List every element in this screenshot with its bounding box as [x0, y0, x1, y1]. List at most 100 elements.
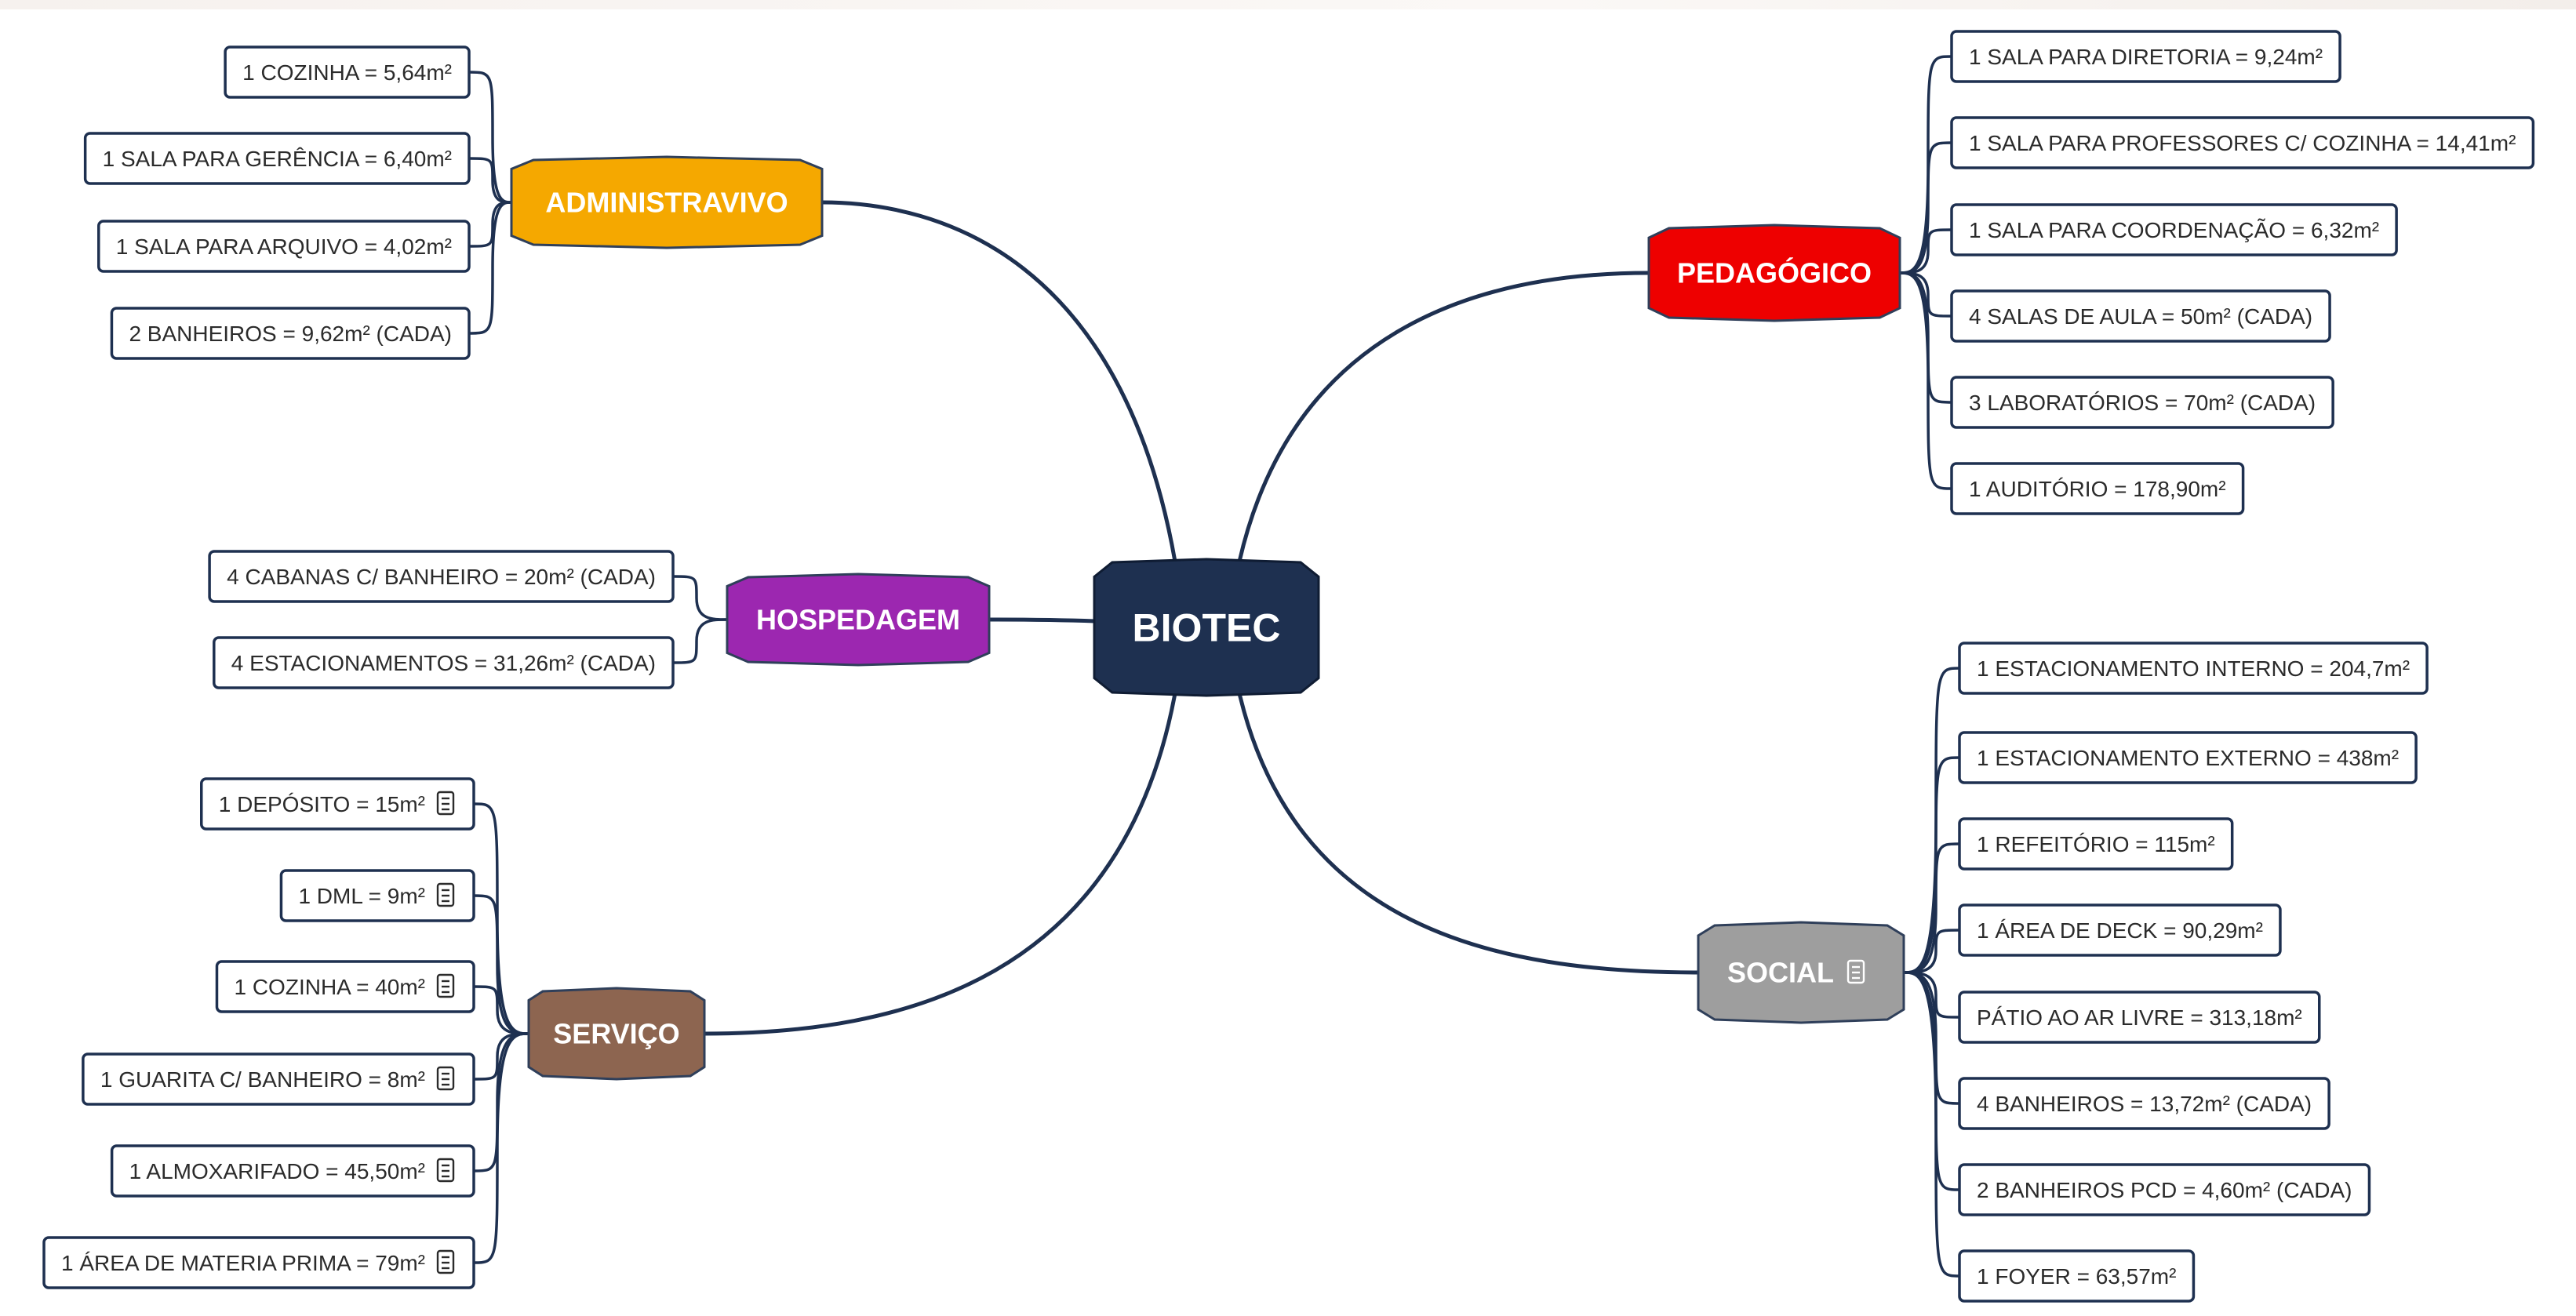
branch-social[interactable]: SOCIAL — [1697, 921, 1905, 1024]
note-icon[interactable] — [436, 1066, 455, 1091]
subtopic-label: 1 ALMOXARIFADO = 45,50m² — [129, 1159, 425, 1183]
subtopic-label: 1 SALA PARA COORDENAÇÃO = 6,32m² — [1969, 218, 2379, 242]
note-icon[interactable] — [436, 882, 455, 907]
subtopic-box — [1950, 289, 2331, 343]
subtopic-box — [224, 45, 471, 99]
note-icon[interactable] — [1846, 959, 1865, 984]
subtopic-social-2[interactable]: 1 ESTACIONAMENTO EXTERNO = 438m² — [1958, 731, 2418, 784]
subtopic-social-3[interactable]: 1 REFEITÓRIO = 115m² — [1958, 817, 2234, 871]
subtopic-label: PÁTIO AO AR LIVRE = 313,18m² — [1977, 1005, 2302, 1030]
note-icon[interactable] — [436, 973, 455, 998]
subtopic-box — [208, 550, 675, 603]
branch-servico[interactable]: SERVIÇO — [527, 987, 706, 1081]
subtopic-servico-4[interactable]: 1 GUARITA C/ BANHEIRO = 8m² — [82, 1052, 475, 1106]
subtopic-label: 4 SALAS DE AULA = 50m² (CADA) — [1969, 304, 2312, 329]
subtopic-servico-1[interactable]: 1 DEPÓSITO = 15m² — [200, 777, 475, 831]
leaf-connector — [472, 894, 530, 1035]
subtopic-box — [1950, 30, 2341, 83]
branch-label: HOSPEDAGEM — [756, 604, 960, 636]
subtopic-box — [82, 1052, 475, 1106]
leaf-connector — [472, 1032, 530, 1172]
subtopic-administrativo-3[interactable]: 1 SALA PARA ARQUIVO = 4,02m² — [97, 220, 471, 273]
branch-label: SERVIÇO — [553, 1018, 679, 1050]
subtopic-pedagogico-3[interactable]: 1 SALA PARA COORDENAÇÃO = 6,32m² — [1950, 203, 2398, 256]
leaf-connector — [468, 201, 513, 335]
subtopic-label: 1 ESTACIONAMENTO INTERNO = 204,7m² — [1977, 656, 2410, 681]
branch-pedagogico[interactable]: PEDAGÓGICO — [1647, 224, 1901, 322]
subtopic-label: 4 CABANAS C/ BANHEIRO = 20m² (CADA) — [227, 565, 656, 589]
subtopic-label: 1 SALA PARA DIRETORIA = 9,24m² — [1969, 45, 2323, 69]
leaf-connector — [1898, 271, 1953, 490]
subtopic-pedagogico-4[interactable]: 4 SALAS DE AULA = 50m² (CADA) — [1950, 289, 2331, 343]
subtopic-label: 1 REFEITÓRIO = 115m² — [1977, 832, 2215, 856]
note-icon[interactable] — [436, 791, 455, 816]
subtopic-label: 1 ÁREA DE DECK = 90,29m² — [1977, 918, 2263, 943]
branch-hospedagem[interactable]: HOSPEDAGEM — [726, 573, 991, 667]
subtopic-box — [1958, 1163, 2371, 1216]
branch-connector — [702, 691, 1177, 1036]
subtopic-box — [110, 307, 471, 360]
subtopic-box — [97, 220, 471, 273]
top-bar — [0, 0, 2576, 9]
subtopic-pedagogico-6[interactable]: 1 AUDITÓRIO = 178,90m² — [1950, 462, 2245, 515]
subtopic-box — [215, 960, 475, 1013]
subtopic-box — [1950, 462, 2245, 515]
branch-connector — [987, 617, 1097, 623]
subtopic-label: 1 COZINHA = 40m² — [234, 975, 425, 999]
branch-administrativo[interactable]: ADMINISTRAVIVO — [510, 155, 824, 249]
subtopic-hospedagem-1[interactable]: 4 CABANAS C/ BANHEIRO = 20m² (CADA) — [208, 550, 675, 603]
subtopic-label: 1 GUARITA C/ BANHEIRO = 8m² — [100, 1067, 425, 1092]
subtopic-box — [1950, 203, 2398, 256]
leaf-connector — [472, 1032, 530, 1264]
subtopic-administrativo-2[interactable]: 1 SALA PARA GERÊNCIA = 6,40m² — [83, 132, 471, 185]
subtopic-box — [1958, 642, 2429, 695]
subtopic-label: 1 AUDITÓRIO = 178,90m² — [1969, 477, 2226, 501]
subtopic-label: 1 SALA PARA GERÊNCIA = 6,40m² — [103, 147, 452, 171]
leaf-connector — [472, 802, 530, 1035]
subtopic-social-8[interactable]: 1 FOYER = 63,57m² — [1958, 1249, 2196, 1303]
leaf-connector — [468, 201, 513, 248]
subtopic-social-6[interactable]: 4 BANHEIROS = 13,72m² (CADA) — [1958, 1077, 2330, 1130]
subtopic-box — [110, 1144, 475, 1198]
note-icon[interactable] — [436, 1158, 455, 1183]
branch-connector — [1237, 271, 1651, 564]
subtopic-box — [1950, 376, 2334, 429]
subtopic-pedagogico-2[interactable]: 1 SALA PARA PROFESSORES C/ COZINHA = 14,… — [1950, 116, 2535, 169]
branch-label: ADMINISTRAVIVO — [545, 187, 788, 219]
leaf-connector — [1902, 667, 1961, 974]
subtopic-administrativo-4[interactable]: 2 BANHEIROS = 9,62m² (CADA) — [110, 307, 471, 360]
subtopic-pedagogico-1[interactable]: 1 SALA PARA DIRETORIA = 9,24m² — [1950, 30, 2341, 83]
subtopic-label: 1 COZINHA = 5,64m² — [242, 60, 452, 85]
subtopic-box — [279, 869, 475, 922]
leaf-connector — [671, 575, 729, 621]
leaf-connector — [1902, 971, 1961, 1191]
subtopic-servico-3[interactable]: 1 COZINHA = 40m² — [215, 960, 475, 1013]
subtopic-label: 2 BANHEIROS PCD = 4,60m² (CADA) — [1977, 1178, 2352, 1202]
subtopic-label: 1 ESTACIONAMENTO EXTERNO = 438m² — [1977, 746, 2399, 770]
subtopic-servico-2[interactable]: 1 DML = 9m² — [279, 869, 475, 922]
leaf-connector — [468, 157, 513, 204]
leaf-connector — [1902, 842, 1961, 974]
subtopic-social-1[interactable]: 1 ESTACIONAMENTO INTERNO = 204,7m² — [1958, 642, 2429, 695]
central-topic[interactable]: BIOTEC — [1093, 558, 1320, 697]
subtopic-social-5[interactable]: PÁTIO AO AR LIVRE = 313,18m² — [1958, 991, 2321, 1044]
subtopic-social-4[interactable]: 1 ÁREA DE DECK = 90,29m² — [1958, 903, 2282, 957]
subtopic-pedagogico-5[interactable]: 3 LABORATÓRIOS = 70m² (CADA) — [1950, 376, 2334, 429]
subtopic-servico-5[interactable]: 1 ALMOXARIFADO = 45,50m² — [110, 1144, 475, 1198]
subtopic-box — [1958, 1249, 2196, 1303]
subtopic-box — [1958, 903, 2282, 957]
note-icon[interactable] — [436, 1249, 455, 1274]
subtopic-box — [1958, 991, 2321, 1044]
subtopic-box — [213, 636, 675, 689]
leaf-connector — [1902, 971, 1961, 1278]
subtopic-label: 4 ESTACIONAMENTOS = 31,26m² (CADA) — [231, 651, 656, 675]
subtopic-servico-6[interactable]: 1 ÁREA DE MATERIA PRIMA = 79m² — [42, 1236, 475, 1289]
branch-connector — [820, 200, 1177, 564]
subtopic-label: 1 ÁREA DE MATERIA PRIMA = 79m² — [61, 1251, 425, 1275]
subtopic-social-7[interactable]: 2 BANHEIROS PCD = 4,60m² (CADA) — [1958, 1163, 2371, 1216]
subtopic-administrativo-1[interactable]: 1 COZINHA = 5,64m² — [224, 45, 471, 99]
subtopic-hospedagem-2[interactable]: 4 ESTACIONAMENTOS = 31,26m² (CADA) — [213, 636, 675, 689]
subtopic-label: 1 SALA PARA ARQUIVO = 4,02m² — [116, 234, 452, 259]
subtopic-box — [1958, 1077, 2330, 1130]
branch-connector — [1237, 691, 1701, 975]
